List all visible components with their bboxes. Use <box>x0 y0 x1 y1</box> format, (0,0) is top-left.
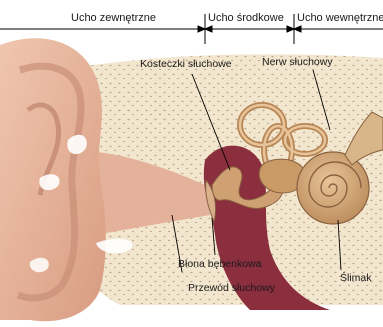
label-auditory-nerve: Nerw słuchowy <box>262 56 333 68</box>
section-inner-ear: Ucho wewnętrzne <box>297 12 383 25</box>
label-eardrum: Błona bębenkowa <box>178 258 261 270</box>
section-outer-ear: Ucho zewnętrzne <box>71 12 156 25</box>
section-middle-ear: Ucho środkowe <box>208 12 284 25</box>
label-ear-canal: Przewód słuchowy <box>188 282 275 294</box>
label-cochlea: Ślimak <box>340 272 372 284</box>
cochlea-shape <box>297 152 369 224</box>
label-ossicles: Kosteczki słuchowe <box>140 58 232 70</box>
